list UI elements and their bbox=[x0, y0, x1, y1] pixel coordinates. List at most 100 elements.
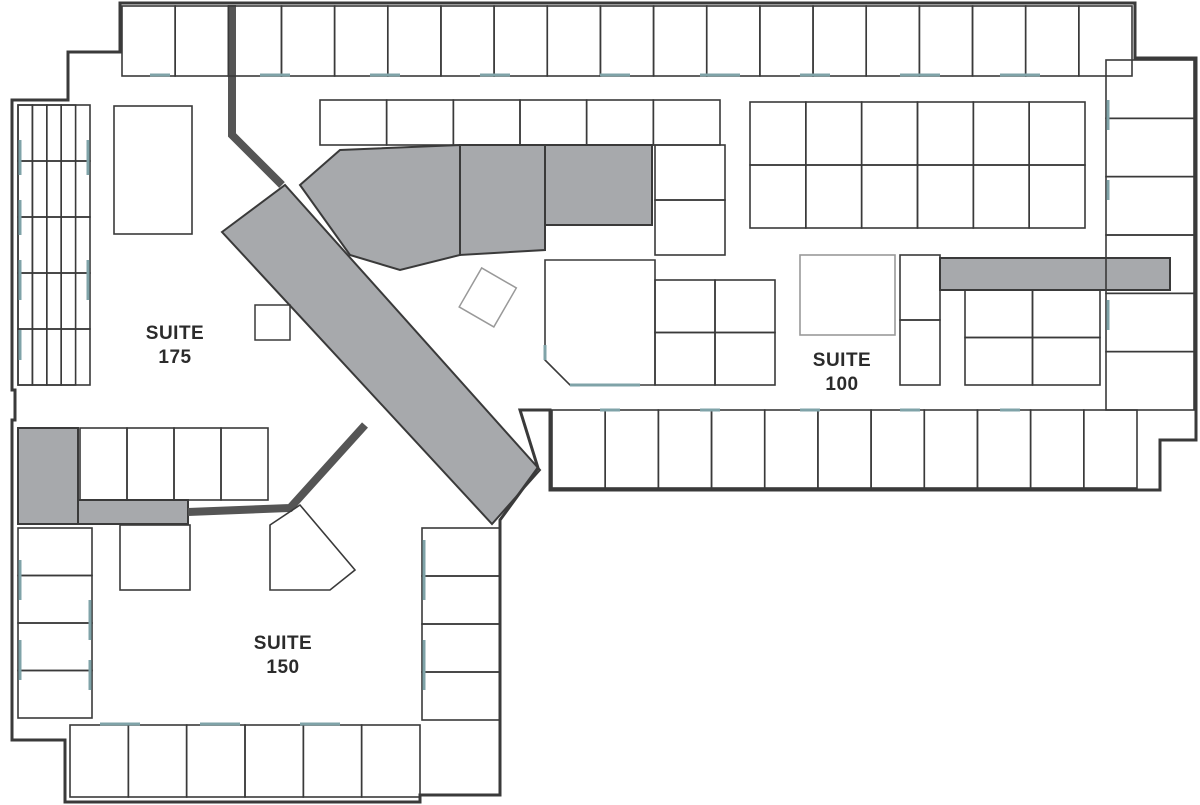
office bbox=[657, 409, 713, 489]
office bbox=[421, 623, 501, 673]
office bbox=[17, 216, 91, 274]
core-area bbox=[17, 427, 79, 525]
windows bbox=[18, 73, 1110, 726]
corridor-wall bbox=[187, 422, 368, 516]
office bbox=[654, 199, 726, 256]
office bbox=[421, 527, 501, 577]
office bbox=[546, 5, 602, 77]
office bbox=[385, 99, 455, 146]
office bbox=[812, 5, 868, 77]
office bbox=[452, 99, 521, 146]
office bbox=[421, 671, 501, 721]
office bbox=[17, 328, 91, 386]
office bbox=[652, 99, 721, 146]
office bbox=[805, 101, 863, 166]
office bbox=[916, 101, 975, 166]
office bbox=[1029, 409, 1085, 489]
office bbox=[916, 164, 975, 229]
office bbox=[763, 409, 819, 489]
office bbox=[31, 104, 48, 386]
office bbox=[121, 5, 176, 77]
office bbox=[333, 5, 389, 77]
office bbox=[710, 409, 766, 489]
office bbox=[1031, 336, 1101, 386]
core-area bbox=[544, 144, 653, 226]
office bbox=[923, 409, 979, 489]
office bbox=[971, 5, 1027, 77]
building-core bbox=[17, 5, 1171, 526]
office bbox=[964, 289, 1034, 339]
office bbox=[185, 724, 246, 798]
office bbox=[972, 164, 1030, 229]
office bbox=[119, 524, 191, 591]
office bbox=[551, 409, 606, 489]
office bbox=[870, 409, 926, 489]
office bbox=[220, 427, 269, 501]
reception-desk bbox=[799, 254, 896, 336]
office bbox=[421, 575, 501, 625]
office bbox=[652, 5, 708, 77]
office bbox=[244, 724, 305, 798]
office bbox=[899, 254, 941, 321]
office bbox=[1105, 292, 1195, 353]
office bbox=[1105, 117, 1195, 178]
office bbox=[805, 164, 863, 229]
office bbox=[865, 5, 921, 77]
office bbox=[17, 574, 93, 624]
suite-100-label: SUITE 100 bbox=[812, 350, 872, 395]
office bbox=[1105, 59, 1195, 120]
office bbox=[1028, 101, 1086, 166]
exterior-wall bbox=[10, 1, 1198, 804]
elevator bbox=[254, 304, 291, 341]
office bbox=[69, 724, 130, 798]
office bbox=[360, 724, 421, 798]
office bbox=[817, 409, 872, 489]
office bbox=[964, 336, 1034, 386]
corridor-wall bbox=[228, 5, 285, 188]
office bbox=[79, 427, 128, 501]
conference-room bbox=[113, 105, 193, 235]
building-outline bbox=[10, 1, 1198, 804]
office bbox=[918, 5, 974, 77]
office bbox=[976, 409, 1032, 489]
office bbox=[17, 104, 91, 162]
core-area bbox=[459, 144, 546, 257]
office bbox=[17, 622, 93, 672]
office bbox=[1031, 289, 1101, 339]
fixture bbox=[458, 266, 518, 328]
core-area bbox=[220, 183, 542, 526]
suite-150-label: SUITE 150 bbox=[253, 633, 313, 678]
office bbox=[174, 5, 230, 77]
office bbox=[972, 101, 1030, 166]
office bbox=[17, 527, 93, 577]
office bbox=[860, 164, 919, 229]
suite-175-label: SUITE 175 bbox=[145, 323, 205, 368]
office bbox=[860, 101, 919, 166]
office bbox=[60, 104, 77, 386]
office bbox=[17, 272, 91, 330]
office bbox=[440, 5, 495, 77]
office bbox=[319, 99, 388, 146]
office bbox=[126, 427, 175, 501]
office bbox=[604, 409, 660, 489]
office bbox=[1105, 350, 1195, 411]
office bbox=[654, 144, 726, 201]
office bbox=[17, 160, 91, 218]
office bbox=[714, 331, 776, 386]
office bbox=[654, 279, 716, 334]
office bbox=[759, 5, 814, 77]
office bbox=[749, 164, 807, 229]
office bbox=[227, 5, 283, 77]
office bbox=[493, 5, 549, 77]
office bbox=[519, 99, 588, 146]
office bbox=[749, 101, 807, 166]
conference-room bbox=[544, 259, 656, 386]
office bbox=[127, 724, 188, 798]
office bbox=[173, 427, 222, 501]
core-area bbox=[939, 257, 1171, 291]
office bbox=[1024, 5, 1080, 77]
office bbox=[705, 5, 761, 77]
office bbox=[386, 5, 442, 77]
office bbox=[599, 5, 655, 77]
